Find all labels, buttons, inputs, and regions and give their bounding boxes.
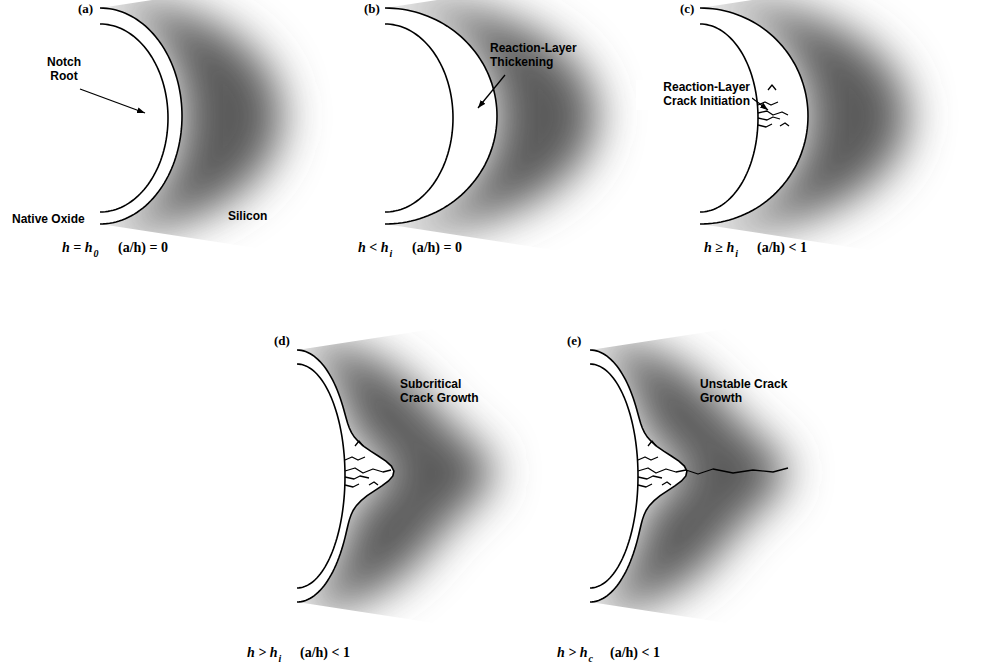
subscript: i [735, 248, 738, 260]
panel-letter: (b) [364, 2, 380, 17]
notch-surface [100, 24, 168, 212]
reaction-layer-band [590, 350, 687, 602]
panel-letter: (e) [567, 334, 581, 349]
leader-arrow [478, 75, 505, 108]
panel-letter: (a) [78, 2, 93, 17]
silicon-interface [297, 350, 394, 602]
crack [758, 117, 780, 120]
silicon-shading [100, 0, 282, 234]
crack [638, 468, 788, 474]
silicon-shading [700, 0, 908, 234]
silicon-gradient [385, 0, 597, 234]
stage-label: Unstable Crack Growth [700, 378, 792, 406]
condition-formula: h = h [62, 240, 93, 256]
notch-surface [297, 364, 345, 588]
ratio-formula: (a/h) = 0 [118, 240, 168, 256]
crack [638, 457, 658, 460]
silicon-shading [385, 0, 597, 234]
crack [638, 484, 652, 487]
leader-arrow [80, 89, 145, 113]
part-label: Silicon [228, 210, 267, 224]
subscript: i [390, 248, 393, 260]
crack [648, 441, 656, 446]
callout-label: Reaction-Layer Thickening [490, 42, 602, 70]
crack-group [345, 441, 391, 487]
crack [345, 457, 365, 460]
crack [758, 111, 788, 115]
condition-formula: h ≥ h [704, 240, 734, 256]
condition-formula: h > h [557, 645, 588, 661]
subscript: c [589, 653, 593, 665]
crack [345, 476, 369, 479]
silicon-gradient [297, 340, 494, 612]
crack [638, 476, 662, 479]
ratio-formula: (a/h) < 1 [300, 645, 350, 661]
crack [662, 482, 671, 485]
notch-surface [385, 24, 453, 212]
silicon-gradient [700, 0, 908, 234]
crack [369, 482, 378, 485]
silicon-interface [700, 8, 808, 224]
subscript: 0 [94, 248, 99, 260]
crack [345, 484, 359, 487]
crack-group [638, 441, 788, 487]
reaction-layer-band [700, 8, 808, 224]
crack [768, 85, 776, 90]
panel-letter: (d) [274, 334, 290, 349]
part-label: Notch Root [38, 56, 90, 84]
crack [355, 441, 363, 446]
silicon-gradient [100, 0, 282, 234]
reaction-layer-band [297, 350, 394, 602]
crack [345, 468, 391, 473]
ratio-formula: (a/h) < 1 [757, 240, 807, 256]
condition-formula: h > h [247, 645, 278, 661]
callout-label: Reaction-Layer Crack Initiation [636, 80, 752, 110]
crack [780, 123, 789, 126]
ratio-formula: (a/h) = 0 [412, 240, 462, 256]
condition-formula: h < h [358, 240, 389, 256]
reaction-layer-band [385, 8, 497, 224]
silicon-shading [297, 340, 494, 612]
part-label: Native Oxide [12, 213, 85, 227]
silicon-interface [590, 350, 687, 602]
ratio-formula: (a/h) < 1 [610, 645, 660, 661]
crack [758, 124, 772, 127]
silicon-interface [385, 8, 497, 224]
leader-arrow [752, 98, 768, 110]
panel-letter: (c) [680, 2, 694, 17]
stage-label: Subcritical Crack Growth [400, 378, 492, 406]
silicon-interface [100, 8, 182, 224]
reaction-layer-band [100, 8, 182, 224]
notch-surface [700, 24, 758, 212]
subscript: i [279, 653, 282, 665]
notch-surface [590, 364, 638, 588]
